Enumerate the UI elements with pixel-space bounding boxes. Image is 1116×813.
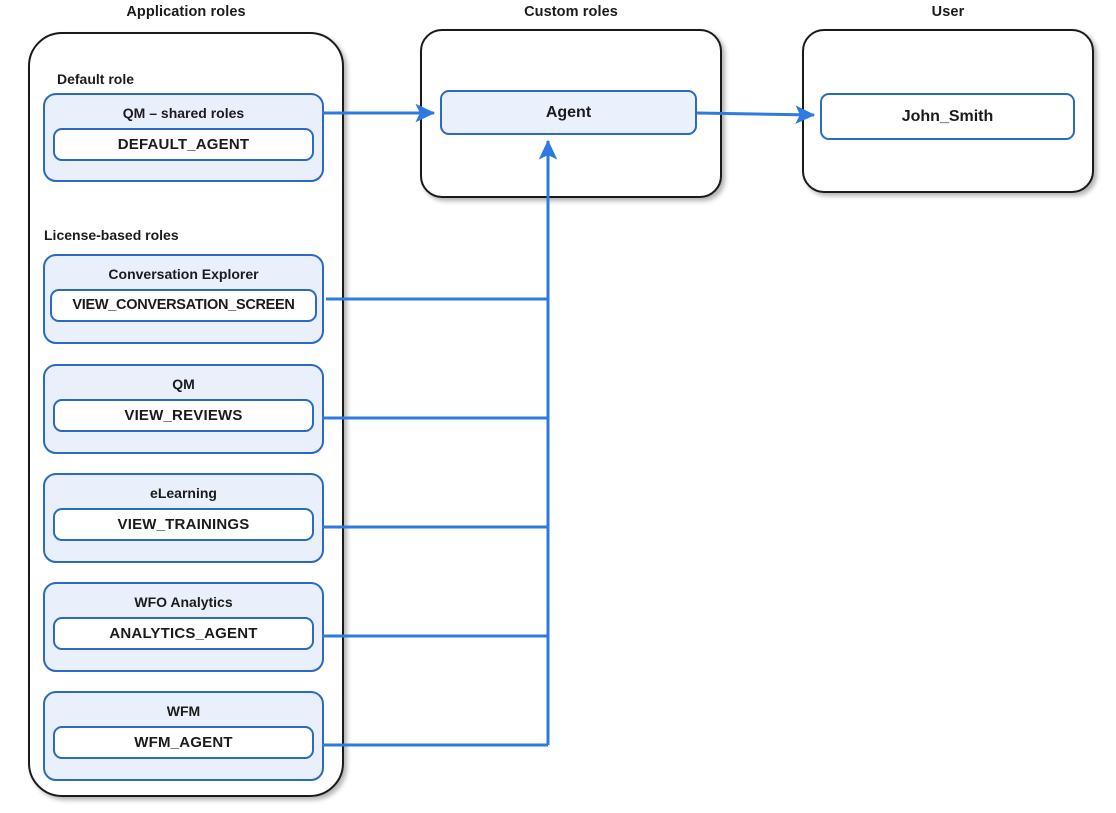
role-group-wfm[interactable]: WFM WFM_AGENT xyxy=(43,691,324,781)
user-node-john-smith[interactable]: John_Smith xyxy=(820,93,1075,140)
permission-chip-default-agent[interactable]: DEFAULT_AGENT xyxy=(53,128,314,161)
column-title-custom-roles: Custom roles xyxy=(524,4,618,20)
permission-chip-view-trainings[interactable]: VIEW_TRAININGS xyxy=(53,508,314,541)
role-group-qm-shared-roles[interactable]: QM – shared roles DEFAULT_AGENT xyxy=(43,93,324,182)
role-group-conversation-explorer[interactable]: Conversation Explorer VIEW_CONVERSATION_… xyxy=(43,254,324,344)
permission-chip-view-reviews[interactable]: VIEW_REVIEWS xyxy=(53,399,314,432)
role-group-elearning[interactable]: eLearning VIEW_TRAININGS xyxy=(43,473,324,563)
role-group-title: WFO Analytics xyxy=(134,594,233,610)
section-label-license-based-roles: License-based roles xyxy=(44,227,179,243)
permission-chip-analytics-agent[interactable]: ANALYTICS_AGENT xyxy=(53,617,314,650)
section-label-default-role: Default role xyxy=(57,71,135,87)
role-group-title: Conversation Explorer xyxy=(108,266,259,282)
custom-role-node-agent[interactable]: Agent xyxy=(440,90,697,135)
role-group-title: QM xyxy=(172,376,195,392)
role-group-qm[interactable]: QM VIEW_REVIEWS xyxy=(43,364,324,454)
role-group-wfo-analytics[interactable]: WFO Analytics ANALYTICS_AGENT xyxy=(43,582,324,672)
role-group-title: eLearning xyxy=(150,485,217,501)
column-title-user: User xyxy=(931,4,965,20)
role-group-title: QM – shared roles xyxy=(122,105,245,121)
column-title-application-roles: Application roles xyxy=(126,4,246,20)
permission-chip-view-conversation-screen[interactable]: VIEW_CONVERSATION_SCREEN xyxy=(50,289,317,322)
role-group-title: WFM xyxy=(166,703,201,719)
permission-chip-wfm-agent[interactable]: WFM_AGENT xyxy=(53,726,314,759)
